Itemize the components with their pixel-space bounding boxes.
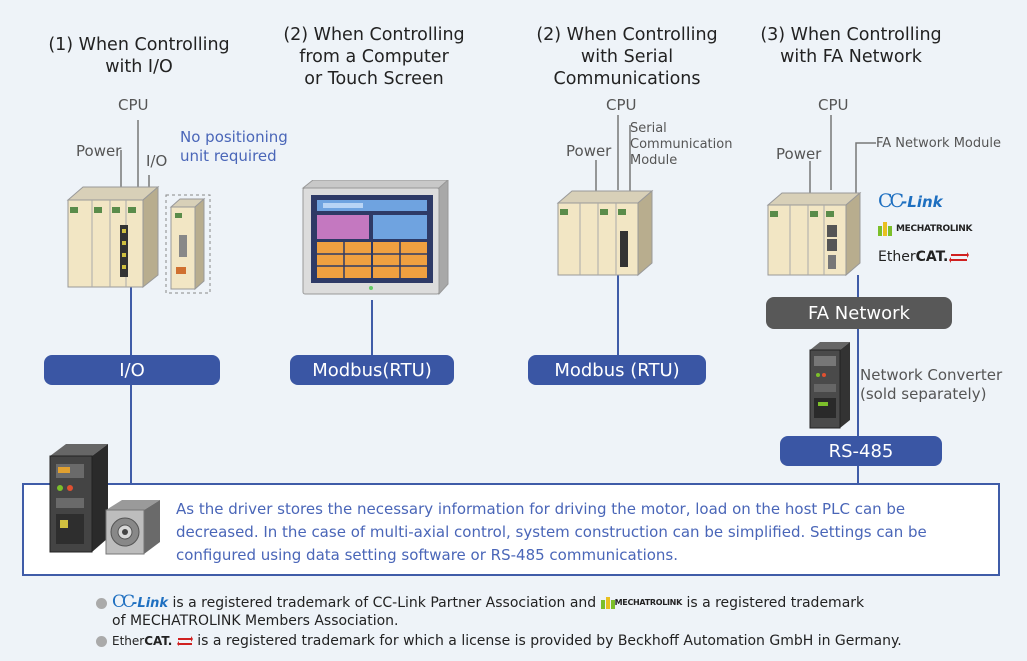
cclink-logo-small: CC-Link [112, 592, 169, 612]
ethercat-logo-small: EtherCAT. [112, 634, 172, 648]
serial-module-line3: Module [630, 153, 678, 168]
mechatrolink-small-mark-icon [600, 597, 615, 609]
network-converter-line1: Network Converter [860, 366, 1003, 384]
serial-module-line1: Serial [630, 121, 667, 136]
power-label-io: Power [76, 142, 122, 160]
rs485-pill: RS-485 [780, 436, 942, 466]
cclink-logo: CC-Link [878, 190, 943, 212]
cclink-logo-link: -Link [901, 193, 943, 211]
header-computer-line3: or Touch Screen [304, 69, 444, 89]
trademark-note-1: CC-Link is a registered trademark of CC-… [96, 594, 864, 612]
driver-motor-illustration [49, 444, 160, 555]
fa-network-pill: FA Network [766, 297, 952, 329]
ethercat-small-arrows-icon [176, 636, 193, 646]
header-computer-line1: (2) When Controlling [283, 25, 465, 45]
header-fa-line1: (3) When Controlling [760, 25, 942, 45]
header-io: (1) When Controlling with I/O [26, 34, 252, 78]
header-serial-line1: (2) When Controlling [536, 25, 718, 45]
io-pill: I/O [44, 355, 220, 385]
header-computer-line2: from a Computer [299, 47, 449, 67]
modbus-pill-computer: Modbus(RTU) [290, 355, 454, 385]
ethercat-small-cat: CAT. [144, 634, 173, 648]
touch-screen-illustration [301, 180, 449, 296]
info-box [22, 483, 1000, 576]
cpu-label-serial: CPU [606, 96, 637, 114]
network-converter-line2: (sold separately) [860, 385, 987, 403]
connector-computer [371, 300, 373, 370]
network-converter-label: Network Converter (sold separately) [860, 366, 1002, 404]
header-serial-line2: with Serial [580, 47, 674, 67]
header-io-line1: (1) When Controlling [48, 35, 230, 55]
mechatrolink-mark-icon [878, 222, 892, 236]
bullet-dot-icon [96, 635, 107, 647]
no-positioning-line1: No positioning [180, 128, 288, 146]
info-text: As the driver stores the necessary infor… [176, 500, 927, 564]
connector-fa [857, 275, 859, 485]
bullet-dot-icon [96, 597, 107, 609]
serial-module-line2: Communication [630, 137, 733, 152]
cpu-label-io: CPU [118, 96, 149, 114]
trademark-note-1-text-a: is a registered trademark of CC-Link Par… [172, 595, 597, 611]
trademark-note-2-text: is a registered trademark for which a li… [197, 633, 902, 649]
plc-serial-illustration [556, 115, 654, 277]
fa-module-label: FA Network Module [876, 136, 1001, 151]
trademark-note-2: EtherCAT. is a registered trademark for … [96, 633, 902, 650]
mechatrolink-logo: MECHATROLINK [878, 222, 973, 236]
mechatrolink-logo-text: MECHATROLINK [896, 224, 973, 234]
no-positioning-note: No positioning unit required [180, 128, 288, 166]
plc-io-illustration [66, 120, 211, 294]
no-positioning-line2: unit required [180, 147, 277, 165]
serial-module-label: Serial Communication Module [630, 121, 732, 169]
header-serial-line3: Communications [553, 69, 701, 89]
io-label: I/O [146, 152, 168, 170]
power-label-fa: Power [776, 145, 822, 163]
trademark-note-1-text-b: is a registered trademark [686, 595, 865, 611]
ethercat-small-ether: Ether [112, 634, 145, 648]
connector-io [130, 285, 132, 485]
header-io-line2: with I/O [105, 57, 173, 77]
cclink-small-cc: CC [112, 592, 135, 612]
connector-serial [617, 275, 619, 370]
cclink-small-link: -Link [132, 596, 169, 611]
mechatrolink-small-text: MECHATROLINK [614, 598, 683, 607]
modbus-pill-serial: Modbus (RTU) [528, 355, 706, 385]
network-converter-illustration [809, 342, 850, 429]
power-label-serial: Power [566, 142, 612, 160]
trademark-note-1-cont: of MECHATROLINK Members Association. [112, 613, 399, 629]
header-fa-line2: with FA Network [780, 47, 922, 67]
header-fa: (3) When Controlling with FA Network [738, 24, 964, 68]
plc-fa-illustration [766, 115, 876, 277]
header-serial: (2) When Controlling with Serial Communi… [512, 24, 742, 90]
ethercat-logo-cat: CAT. [915, 249, 949, 265]
header-computer: (2) When Controlling from a Computer or … [260, 24, 488, 90]
ethercat-logo-ether: Ether [878, 249, 916, 265]
cclink-logo-cc: CC [878, 190, 904, 212]
cpu-label-fa: CPU [818, 96, 849, 114]
ethercat-arrows-icon [949, 252, 970, 263]
